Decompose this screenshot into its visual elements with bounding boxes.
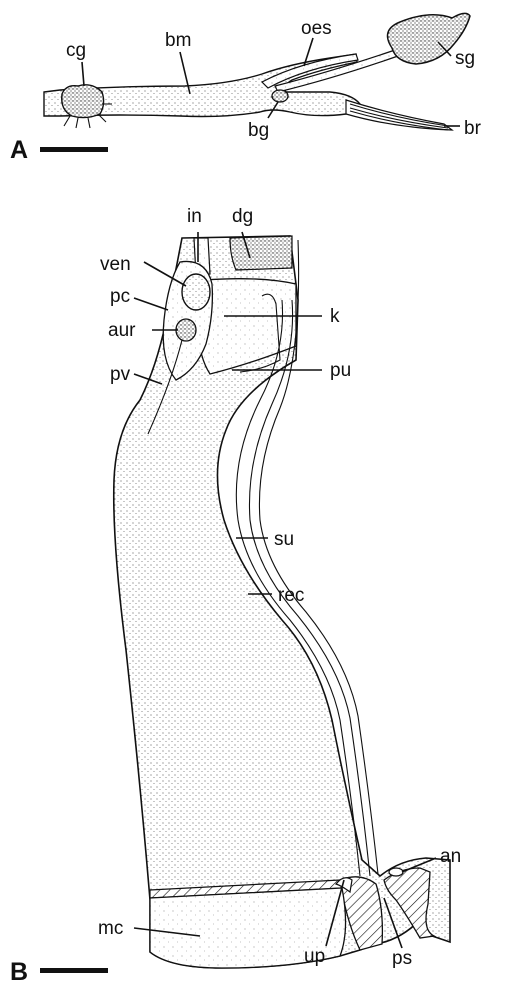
- label-dg: dg: [232, 206, 253, 227]
- panel-label-a: A: [10, 136, 28, 164]
- label-in: in: [187, 206, 202, 227]
- buccal-ganglion-shape: [272, 90, 288, 102]
- scale-bar-a: [40, 147, 108, 152]
- label-oes: oes: [301, 18, 332, 39]
- panel-a: cg bm oes sg bg br A: [10, 13, 482, 164]
- scale-bar-b: [40, 968, 108, 973]
- anus-opening: [389, 868, 403, 876]
- label-bm: bm: [165, 30, 191, 51]
- label-up: up: [304, 946, 325, 967]
- panel-b: in dg ven pc aur pv k pu su rec an mc up…: [10, 206, 461, 986]
- label-mc: mc: [98, 918, 123, 939]
- buccal-retractor-shape: [346, 100, 452, 130]
- label-pv: pv: [110, 364, 131, 385]
- label-an: an: [440, 846, 461, 867]
- label-ps: ps: [392, 948, 412, 969]
- cerebral-ganglion-shape: [62, 85, 104, 118]
- label-k: k: [330, 306, 340, 327]
- digestive-gland-shape: [230, 236, 292, 270]
- label-bg: bg: [248, 120, 269, 141]
- label-pc: pc: [110, 286, 130, 307]
- label-aur: aur: [108, 320, 136, 341]
- ventricle-shape: [182, 274, 210, 310]
- label-sg: sg: [455, 48, 475, 69]
- label-cg: cg: [66, 40, 86, 61]
- auricle-shape: [176, 319, 196, 341]
- label-ven: ven: [100, 254, 131, 275]
- panel-label-b: B: [10, 958, 28, 986]
- label-pu: pu: [330, 360, 351, 381]
- label-br: br: [464, 118, 482, 139]
- label-rec: rec: [278, 585, 304, 606]
- label-su: su: [274, 529, 294, 550]
